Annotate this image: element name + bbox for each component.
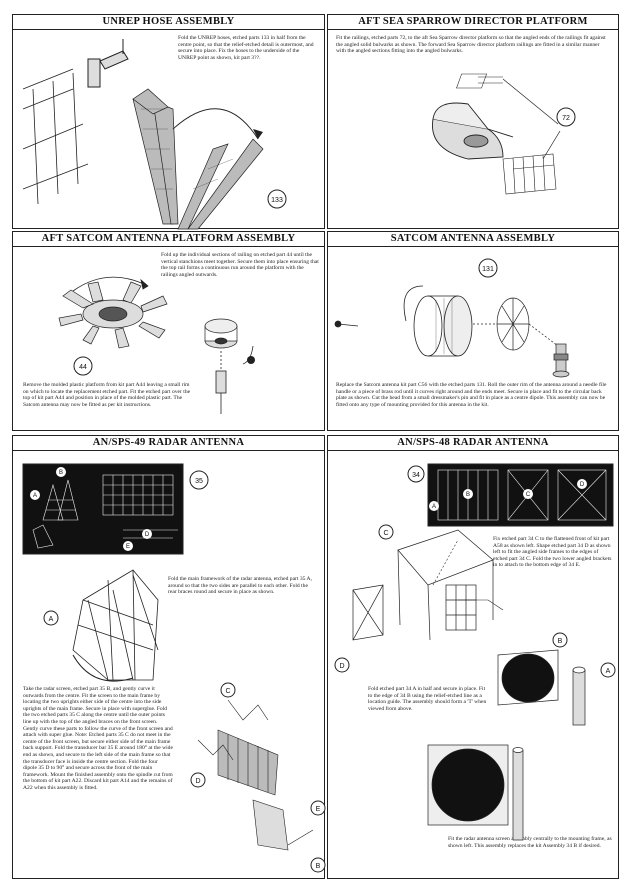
unrep-hose-instructions: Fold the UNREP hoses, etched parts 133 i… [178,35,314,61]
sps49-fret-label-e: E [126,544,130,550]
satcom-instructions: Replace the Satcom antenna kit part C56 … [336,382,607,408]
sps48-fret-label-b: B [466,492,470,498]
aft-satcom-callout-44: 44 [79,364,87,371]
sps49-fret-label-a: A [33,493,37,499]
sps48-fret-label-a: A [432,504,436,510]
satcom-panel: SATCOM ANTENNA ASSEMBLY Replace the Satc… [327,231,619,431]
sps48-callout-b: B [558,638,563,645]
sps49-panel: AN/SPS-49 RADAR ANTENNA Fold the main fr… [12,435,326,879]
sps49-callout-35: 35 [195,478,203,485]
sps48-callout-a: A [606,668,611,675]
satcom-callout-131: 131 [482,266,494,273]
sps48-fret-label-c: C [526,492,531,498]
sps49-diagram: B A D E 35 A [22,463,326,873]
sps49-callout-e: E [316,806,321,813]
aft-sparrow-title: AFT SEA SPARROW DIRECTOR PLATFORM [328,15,618,30]
unrep-hose-panel: UNREP HOSE ASSEMBLY Fold the UNREP hoses… [12,14,325,230]
aft-satcom-title: AFT SATCOM ANTENNA PLATFORM ASSEMBLY [13,232,324,247]
aft-satcom-diagram: 44 [58,276,255,414]
sps49-callout-b: B [316,863,321,870]
sps49-callout-d: D [195,778,200,785]
sps49-callout-a: A [49,616,54,623]
sps48-fret-label-d: D [580,482,585,488]
aft-satcom-instructions-top: Fold up the individual sections of raili… [161,252,319,278]
sps48-diagram: B C D A 34 C D [334,463,616,841]
sps48-callout-34: 34 [412,472,420,479]
aft-sparrow-callout-72: 72 [562,115,570,122]
aft-sparrow-instructions: Fit the railings, etched parts 72, to th… [336,35,606,55]
aft-sparrow-diagram: 72 [431,73,576,195]
aft-satcom-instructions-bottom: Remove the molded plastic platform from … [23,382,191,408]
sps49-fret-label-d: D [145,532,150,538]
sps48-instructions-right: Fix etched part 34 C to the flattened fr… [493,536,612,569]
sps48-panel: AN/SPS-48 RADAR ANTENNA Fix etched part … [327,435,619,879]
sps48-callout-d: D [339,663,344,670]
sps48-callout-c: C [383,530,388,537]
sps49-instructions-right: Fold the main framework of the radar ant… [168,576,312,596]
sps49-title: AN/SPS-49 RADAR ANTENNA [13,436,324,451]
sps49-instructions-left: Take the radar screen, etched part 35 B,… [23,686,173,791]
satcom-diagram: 131 [334,258,570,378]
unrep-callout-133: 133 [271,197,283,204]
sps48-instructions-bottom: Fit the radar antenna screen assembly ce… [448,836,612,849]
aft-satcom-panel: AFT SATCOM ANTENNA PLATFORM ASSEMBLY Fol… [12,231,325,431]
satcom-title: SATCOM ANTENNA ASSEMBLY [328,232,618,247]
unrep-hose-diagram: 133 [22,39,287,230]
aft-sparrow-panel: AFT SEA SPARROW DIRECTOR PLATFORM Fit th… [327,14,619,229]
sps48-instructions-mid: Fold etched part 34 A in half and secure… [368,686,487,712]
sps49-callout-c: C [225,688,230,695]
sps49-fret-label-b: B [59,470,63,476]
sps48-title: AN/SPS-48 RADAR ANTENNA [328,436,618,451]
unrep-hose-title: UNREP HOSE ASSEMBLY [13,15,324,30]
